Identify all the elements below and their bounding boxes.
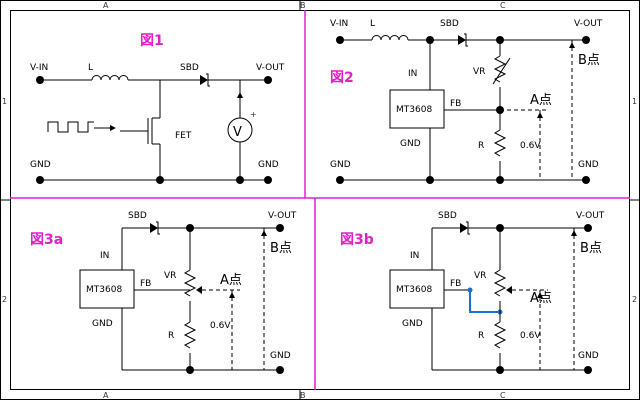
fig3b-r-symbol [493, 321, 507, 349]
fig1-fet-symbol [120, 117, 160, 145]
fig3b-point-a-label: A点 [530, 291, 552, 306]
col-label-c-bottom: C [500, 391, 506, 400]
fig3a-fb-label: FB [140, 279, 151, 289]
fig2-point-a-label: A点 [530, 93, 552, 108]
fig1-gnd-left-label: GND [30, 160, 51, 170]
fig3a-in-label: IN [100, 251, 109, 261]
fig3a-r-symbol [183, 321, 197, 349]
fig2-vin-label: V-IN [330, 19, 348, 29]
col-label-a-bottom: A [103, 391, 109, 400]
row-label-1-left: 1 [2, 97, 7, 106]
fig1-inductor-symbol [91, 75, 129, 81]
fig1-diode-label: SBD [180, 63, 199, 73]
figure-2: 図2 V-IN L SBD V-OUT IN MT3608 FB GND VR … [330, 19, 603, 184]
fig2-fb-label: FB [450, 99, 461, 109]
fig2-ic-label: MT3608 [396, 105, 432, 115]
fig3b-ic-label: MT3608 [396, 285, 432, 295]
fig2-gnd-right-label: GND [578, 160, 599, 170]
col-label-a-top: A [103, 1, 109, 10]
row-label-2-right: 2 [632, 295, 637, 304]
fig3a-point-b-label: B点 [270, 241, 292, 256]
fig3a-diode-label: SBD [128, 211, 147, 221]
inner-frame [10, 10, 630, 390]
fig1-inductor-label: L [88, 63, 93, 73]
fig1-vout-label: V-OUT [256, 63, 285, 73]
fig1-vin-label: V-IN [30, 63, 48, 73]
row-label-2-left: 2 [2, 295, 7, 304]
fig3b-point-b-label: B点 [580, 241, 602, 256]
fig3a-gnd-label: GND [270, 351, 291, 361]
fig1-diode-symbol [200, 75, 208, 85]
col-label-c-top: C [500, 1, 506, 10]
fig3a-title: 図3a [30, 232, 63, 248]
fig3a-vr-label: VR [164, 271, 176, 281]
fig2-vr-label: VR [473, 67, 485, 77]
fig2-ic-block [389, 89, 445, 129]
fig3b-vr-label: VR [474, 271, 486, 281]
fig2-r-symbol [493, 129, 507, 157]
col-label-b-bottom: B [300, 391, 306, 400]
fig3b-vr-symbol [493, 269, 507, 297]
fig2-in-label: IN [408, 69, 417, 79]
fig3b-title: 図3b [340, 232, 374, 248]
fig2-diode-label: SBD [440, 19, 459, 29]
fig3b-r-label: R [478, 331, 484, 341]
fig2-diode-symbol [458, 35, 466, 45]
fig3b-diode-symbol [460, 223, 468, 233]
fig3a-vr-symbol [183, 269, 197, 297]
figure-3b: 図3b SBD V-OUT IN MT3608 FB GND VR R A点 0… [340, 211, 605, 374]
fig3a-r-label: R [168, 331, 174, 341]
fig1-fet-label: FET [175, 131, 192, 141]
fig3b-ic-block [389, 269, 445, 309]
fig3a-ic-label: MT3608 [86, 285, 122, 295]
figure-1: 図1 V-IN L SBD V-OUT FET V + [30, 33, 285, 184]
fig3b-gnd-label: GND [578, 351, 599, 361]
fig1-meter-label: V [233, 125, 242, 140]
col-label-b-top: B [300, 1, 306, 10]
row-label-1-right: 1 [632, 97, 637, 106]
fig2-voltage-label: 0.6V [520, 141, 541, 151]
fig1-title: 図1 [140, 33, 164, 49]
fig3a-vout-label: V-OUT [268, 211, 297, 221]
fig2-gnd-left-label: GND [330, 160, 351, 170]
fig3b-fb-label: FB [450, 279, 461, 289]
fig3a-ic-gnd-label: GND [92, 319, 113, 329]
fig2-vout-label: V-OUT [574, 19, 603, 29]
fig1-meter-plus: + [250, 110, 257, 119]
figure-3a: 図3a SBD V-OUT IN MT3608 FB GND VR R A点 0… [30, 211, 297, 374]
fig3b-in-label: IN [410, 251, 419, 261]
fig3b-vout-label: V-OUT [576, 211, 605, 221]
fig2-ic-gnd-label: GND [400, 139, 421, 149]
fig2-r-label: R [478, 141, 484, 151]
fig3b-ic-gnd-label: GND [402, 319, 423, 329]
fig3a-voltage-label: 0.6V [210, 321, 231, 331]
fig3b-diode-label: SBD [438, 211, 457, 221]
fig3a-point-a-label: A点 [220, 273, 242, 288]
fig3a-diode-symbol [150, 223, 158, 233]
fig3a-ic-block [79, 269, 135, 309]
fig1-gnd-right-label: GND [258, 160, 279, 170]
fig2-point-b-label: B点 [578, 53, 600, 68]
fig3b-voltage-label: 0.6V [520, 331, 541, 341]
fig2-title: 図2 [330, 70, 354, 86]
fig2-inductor-label: L [370, 19, 375, 29]
fig2-inductor-symbol [371, 35, 409, 41]
fig1-pulse-signal [47, 121, 94, 133]
fig3b-fb-highlight-wire [469, 290, 500, 313]
fig2-vr-symbol [493, 55, 507, 83]
